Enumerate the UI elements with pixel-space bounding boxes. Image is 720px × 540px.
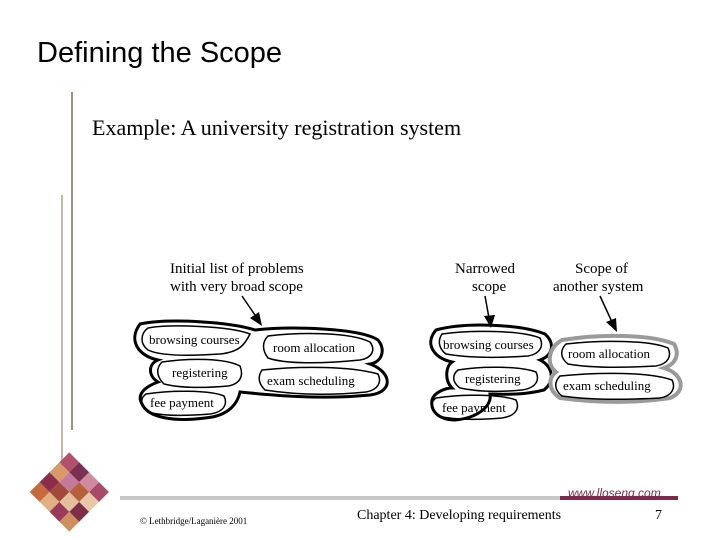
right-item-room: room allocation (568, 346, 650, 361)
slide-subtitle: Example: A university registration syste… (92, 115, 462, 140)
left-caption-line1: Initial list of problems (170, 261, 304, 277)
left-caption-line2: with very broad scope (170, 279, 303, 295)
left-item-fee: fee payment (150, 395, 214, 410)
footer-bar-accent (560, 496, 678, 500)
arrow-right (599, 295, 617, 332)
mid-item-fee: fee payment (442, 400, 506, 415)
page-number: 7 (655, 508, 662, 523)
arrow-left (241, 295, 262, 326)
slide-title: Defining the Scope (37, 37, 283, 69)
left-item-registering: registering (172, 365, 228, 380)
copyright-text: © Lethbridge/Laganière 2001 (140, 516, 248, 526)
left-item-browsing: browsing courses (149, 332, 240, 347)
right-caption-line1: Scope of (575, 261, 628, 277)
left-item-room: room allocation (273, 340, 355, 355)
website-url: www.lloseng.com (568, 486, 661, 500)
broad-scope-outline (133, 319, 389, 421)
narrowed-scope-outline (429, 323, 553, 422)
mid-caption-line1: Narrowed (455, 261, 515, 277)
right-item-exam: exam scheduling (563, 378, 651, 393)
quilt-logo (29, 452, 109, 532)
mid-item-browsing: browsing courses (443, 337, 534, 352)
arrow-mid (484, 295, 495, 328)
mid-caption-line2: scope (472, 279, 506, 295)
scope-diagram: Initial list of problems with very broad… (133, 261, 683, 422)
right-caption-line2: another system (553, 279, 644, 295)
left-item-exam: exam scheduling (267, 373, 355, 388)
mid-item-registering: registering (465, 371, 521, 386)
footer-bar-gray (120, 496, 560, 500)
another-system-outline (547, 333, 683, 404)
chapter-text: Chapter 4: Developing requirements (357, 508, 562, 523)
